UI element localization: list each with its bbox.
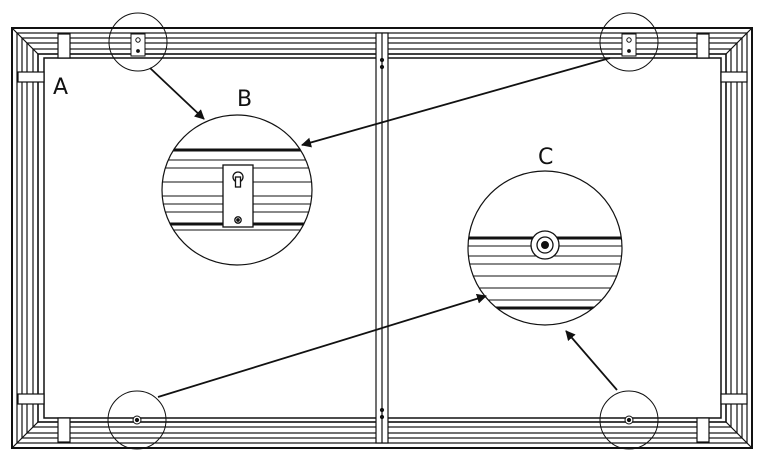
keyhole-bracket-icon [130,33,637,57]
arrow-top-right-to-b [301,57,611,148]
arrow-top-left-to-b [149,67,205,120]
center-brace [375,32,389,444]
keyhole-bracket-icon [222,164,254,228]
label-c: C [538,145,553,170]
arrow-bottom-right-to-c [565,330,618,391]
label-b: B [237,87,252,112]
arrow-bottom-left-to-c [157,293,487,398]
callout-circles [107,12,659,450]
screw-icon [132,415,634,425]
screw-icon [530,230,560,260]
frame-clips [17,33,748,443]
arrows [149,57,618,398]
detail-c [467,170,623,326]
detail-b [161,114,313,266]
label-a: A [53,75,68,100]
